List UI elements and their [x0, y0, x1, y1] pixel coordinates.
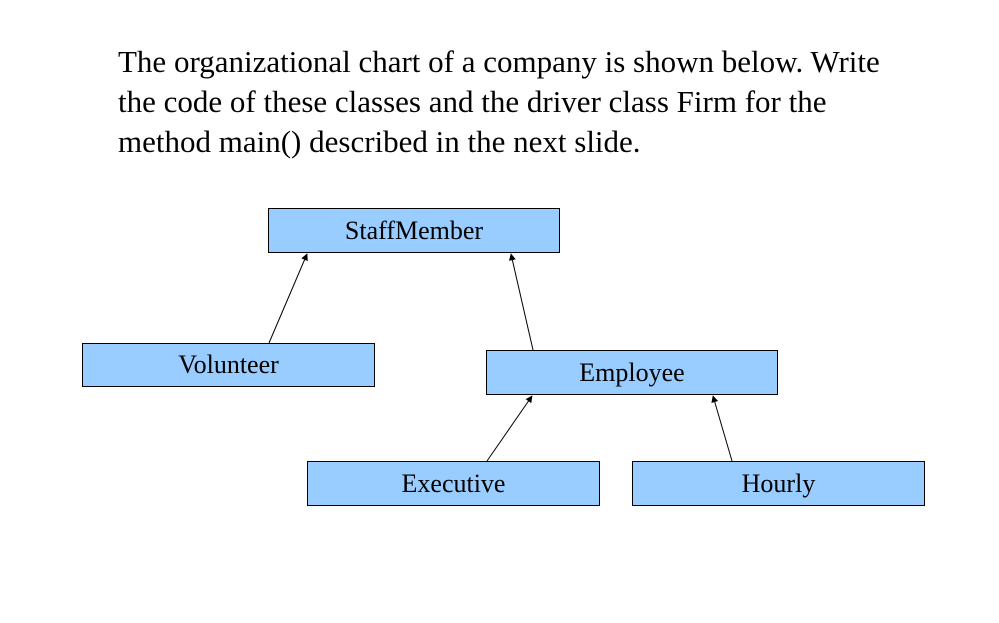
class-box-staffmember: StaffMember: [268, 208, 560, 253]
instruction-line-1: The organizational chart of a company is…: [118, 44, 880, 79]
arrow-volunteer-to-staffmember: [268, 253, 308, 344]
arrow-hourly-to-employee: [711, 395, 733, 462]
arrow-executive-to-employee: [486, 395, 533, 462]
class-box-employee: Employee: [486, 350, 778, 395]
class-box-executive: Executive: [307, 461, 600, 506]
class-label-employee: Employee: [579, 357, 685, 387]
class-label-staffmember: StaffMember: [344, 215, 484, 245]
class-label-volunteer: Volunteer: [178, 350, 279, 379]
arrow-employee-to-staffmember: [508, 253, 534, 351]
class-label-hourly: Hourly: [741, 468, 816, 498]
instruction-line-2: the code of these classes and the driver…: [118, 84, 827, 119]
instruction-line-3: method main() described in the next slid…: [118, 124, 641, 159]
class-box-volunteer: Volunteer: [82, 343, 375, 387]
class-box-hourly: Hourly: [632, 461, 925, 506]
class-label-executive: Executive: [401, 468, 506, 498]
instruction-text: The organizational chart of a company is…: [118, 42, 978, 162]
